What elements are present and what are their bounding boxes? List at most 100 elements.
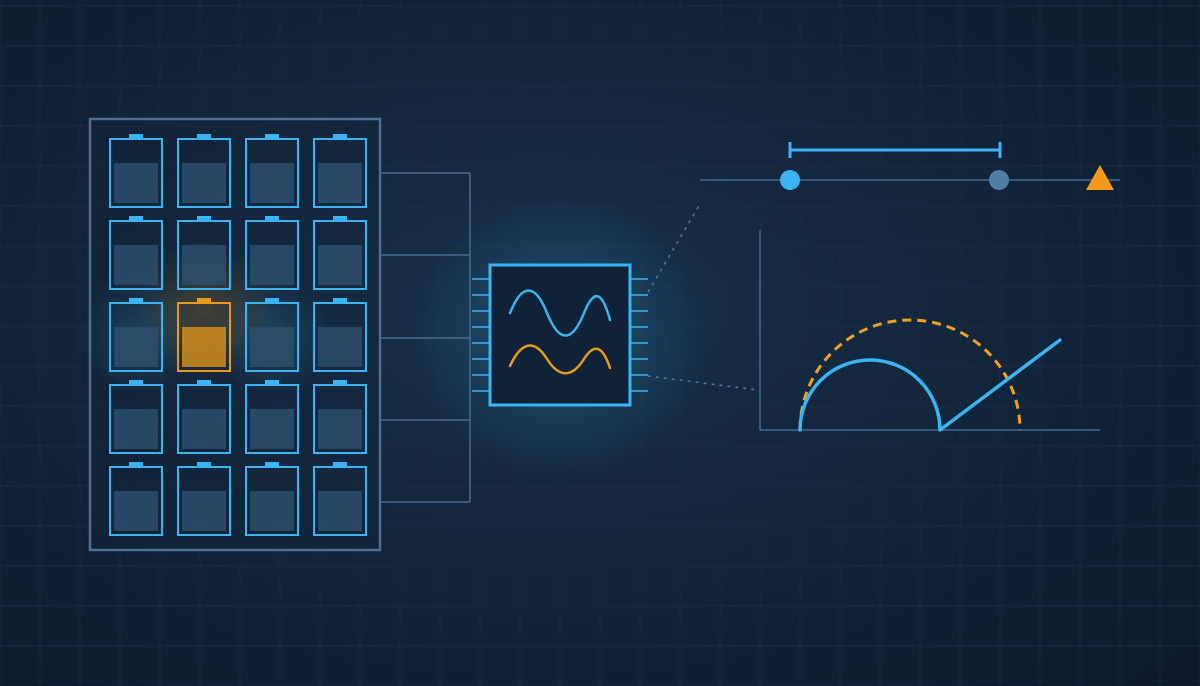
plot-axes (759, 230, 1100, 431)
battery-charge-fill (182, 327, 226, 367)
battery-icon (245, 462, 299, 536)
highlight-glow (134, 240, 274, 380)
pack-to-chip-connectors (380, 172, 471, 503)
battery-icon (313, 216, 367, 290)
battery-terminal (129, 298, 143, 303)
battery-charge-fill (250, 245, 294, 285)
battery-charge-fill (250, 491, 294, 531)
battery-charge-fill (114, 409, 158, 449)
battery-terminal (333, 216, 347, 221)
battery-icon (177, 380, 231, 454)
battery-terminal (197, 380, 211, 385)
battery-casing (177, 220, 231, 290)
battery-terminal (129, 134, 143, 139)
battery-terminal (265, 380, 279, 385)
sine-wave-orange (508, 344, 612, 375)
battery-casing (109, 138, 163, 208)
battery-icon (245, 380, 299, 454)
battery-charge-fill (250, 327, 294, 367)
battery-icon (177, 216, 231, 290)
leader-lines (647, 203, 759, 391)
battery-charge-fill (182, 409, 226, 449)
battery-icon (313, 462, 367, 536)
battery-charge-fill (182, 163, 226, 203)
processor-chip-icon (472, 263, 648, 407)
leader-line-lower (647, 375, 759, 391)
battery-terminal (333, 134, 347, 139)
battery-casing (177, 384, 231, 454)
battery-casing (177, 138, 231, 208)
battery-terminal (333, 380, 347, 385)
battery-cell-grid (109, 134, 367, 536)
battery-icon (313, 134, 367, 208)
battery-terminal (265, 462, 279, 467)
battery-casing (177, 466, 231, 536)
battery-terminal (197, 462, 211, 467)
interval-bracket (788, 142, 1002, 158)
battery-icon (245, 216, 299, 290)
battery-icon (313, 298, 367, 372)
inactive-circle-marker (989, 170, 1009, 190)
battery-icon (109, 380, 163, 454)
measured-semicircle-with-tail (798, 338, 1062, 432)
battery-casing (245, 384, 299, 454)
battery-charge-fill (182, 491, 226, 531)
battery-terminal (129, 462, 143, 467)
sine-wave-blue (508, 289, 612, 337)
battery-icon (245, 134, 299, 208)
battery-charge-fill (182, 245, 226, 285)
battery-charge-fill (318, 409, 362, 449)
battery-casing (313, 384, 367, 454)
timeline (700, 142, 1120, 190)
battery-icon (245, 298, 299, 372)
battery-terminal (333, 462, 347, 467)
battery-terminal (197, 134, 211, 139)
battery-charge-fill (114, 491, 158, 531)
battery-casing (313, 466, 367, 536)
battery-terminal (129, 216, 143, 221)
impedance-plot (759, 230, 1100, 432)
battery-terminal (265, 216, 279, 221)
battery-icon (177, 134, 231, 208)
battery-terminal (265, 298, 279, 303)
battery-casing (177, 302, 231, 372)
battery-terminal (129, 380, 143, 385)
chip-pins (472, 278, 648, 392)
battery-charge-fill (250, 163, 294, 203)
battery-icon (109, 462, 163, 536)
battery-casing (109, 466, 163, 536)
battery-charge-fill (318, 163, 362, 203)
battery-terminal (265, 134, 279, 139)
battery-casing (313, 302, 367, 372)
leader-line-upper (647, 203, 701, 293)
battery-casing (245, 220, 299, 290)
battery-charge-fill (250, 409, 294, 449)
active-circle-marker (780, 170, 800, 190)
battery-casing (313, 220, 367, 290)
battery-charge-fill (318, 327, 362, 367)
battery-casing (313, 138, 367, 208)
battery-terminal (333, 298, 347, 303)
battery-charge-fill (318, 245, 362, 285)
battery-charge-fill (114, 327, 158, 367)
battery-icon-highlighted (177, 298, 231, 372)
battery-casing (109, 384, 163, 454)
battery-terminal (197, 216, 211, 221)
battery-casing (245, 138, 299, 208)
battery-pack (88, 117, 382, 552)
battery-icon (177, 462, 231, 536)
battery-charge-fill (318, 491, 362, 531)
battery-icon (109, 298, 163, 372)
battery-casing (245, 466, 299, 536)
battery-terminal (197, 298, 211, 303)
battery-casing (245, 302, 299, 372)
warning-triangle-marker (1086, 165, 1114, 190)
battery-icon (313, 380, 367, 454)
battery-charge-fill (114, 245, 158, 285)
battery-icon (109, 134, 163, 208)
battery-icon (109, 216, 163, 290)
battery-charge-fill (114, 163, 158, 203)
battery-casing (109, 302, 163, 372)
